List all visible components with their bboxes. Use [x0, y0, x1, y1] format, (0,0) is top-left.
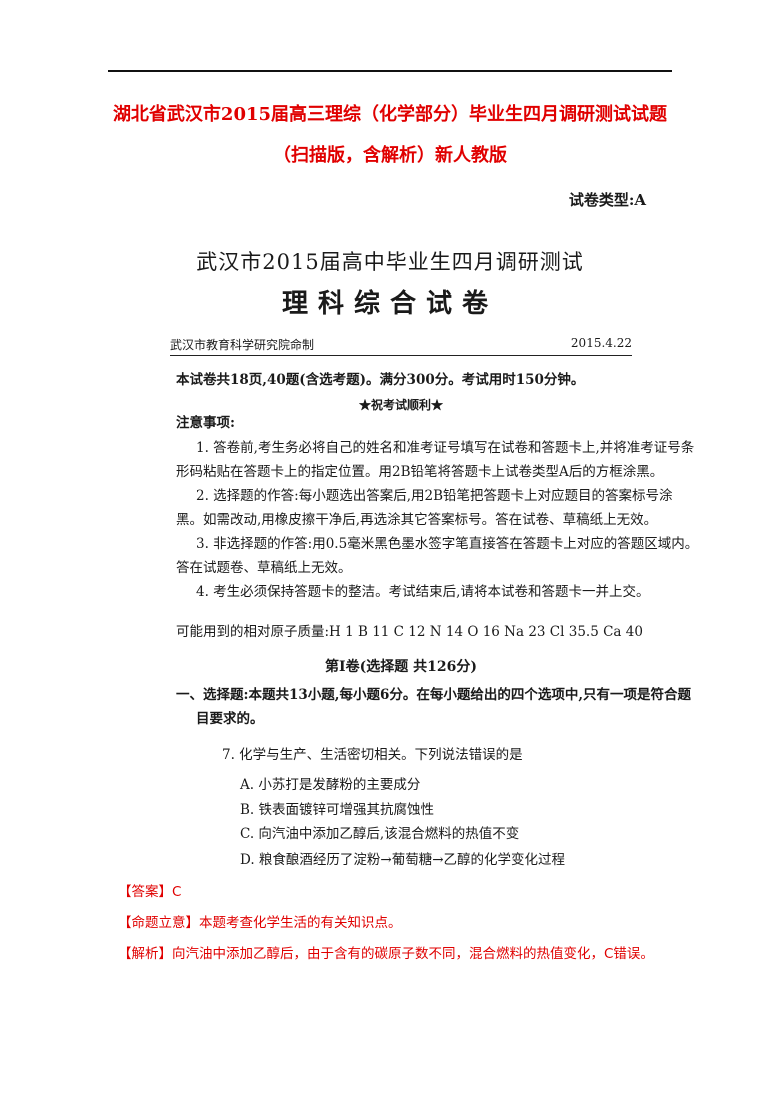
note-line: 答在试题卷、草稿纸上无效。 — [176, 560, 352, 576]
option-a: A. 小苏打是发酵粉的主要成分 — [240, 777, 421, 793]
issuer-row: 武汉市教育科学研究院命制 2015.4.22 — [170, 336, 632, 353]
section-intro: 目要求的。 — [196, 711, 264, 727]
document-title-line1: 湖北省武汉市2015届高三理综（化学部分）毕业生四月调研测试试题 — [112, 104, 668, 125]
note-line: 3. 非选择题的作答:用0.5毫米黑色墨水签字笔直接答在答题卡上对应的答题区域内… — [196, 536, 699, 552]
good-luck-wish: ★祝考试顺利★ — [358, 398, 443, 412]
option-c: C. 向汽油中添加乙醇后,该混合燃料的热值不变 — [240, 826, 520, 842]
paper-type-label: 试卷类型:A — [568, 191, 646, 209]
document-title-line2: （扫描版，含解析）新人教版 — [273, 145, 507, 166]
exam-subtitle: 理科综合试卷 — [281, 289, 498, 319]
answer-row: 【答案】C — [118, 880, 181, 900]
answer-value: C — [172, 884, 182, 900]
option-b: B. 铁表面镀锌可增强其抗腐蚀性 — [240, 802, 435, 818]
atomic-masses: 可能用到的相对原子质量:H 1 B 11 C 12 N 14 O 16 Na 2… — [176, 624, 643, 640]
exam-date: 2015.4.22 — [570, 336, 632, 350]
top-rule — [108, 70, 672, 72]
intent-label: 【命题立意】 — [118, 915, 199, 931]
section-intro: 一、选择题:本题共13小题,每小题6分。在每小题给出的四个选项中,只有一项是符合… — [176, 687, 692, 703]
intent-row: 【命题立意】本题考查化学生活的有关知识点。 — [118, 911, 402, 931]
question-7: 7. 化学与生产、生活密切相关。下列说法错误的是 — [222, 747, 523, 763]
analysis-value: 向汽油中添加乙醇后，由于含有的碳原子数不同，混合燃料的热值变化，C错误。 — [172, 946, 654, 962]
exam-summary: 本试卷共18页,40题(含选考题)。满分300分。考试用时150分钟。 — [176, 372, 585, 388]
note-line: 1. 答卷前,考生务必将自己的姓名和准考证号填写在试卷和答题卡上,并将准考证号条 — [196, 440, 695, 456]
intent-value: 本题考查化学生活的有关知识点。 — [199, 915, 402, 931]
note-line: 黑。如需改动,用橡皮擦干净后,再选涂其它答案标号。答在试卷、草稿纸上无效。 — [176, 512, 658, 528]
analysis-row: 【解析】向汽油中添加乙醇后，由于含有的碳原子数不同，混合燃料的热值变化，C错误。 — [118, 942, 654, 962]
note-line: 形码粘贴在答题卡上的指定位置。用2B铅笔将答题卡上试卷类型A后的方框涂黑。 — [176, 464, 664, 480]
analysis-label: 【解析】 — [118, 946, 172, 962]
note-line: 2. 选择题的作答:每小题选出答案后,用2B铅笔把答题卡上对应题目的答案标号涂 — [196, 488, 673, 504]
issuer: 武汉市教育科学研究院命制 — [170, 338, 315, 352]
issuer-rule — [170, 355, 632, 356]
answer-label: 【答案】 — [118, 884, 172, 900]
exam-title: 武汉市2015届高中毕业生四月调研测试 — [196, 250, 584, 274]
option-d: D. 粮食酿酒经历了淀粉→葡萄糖→乙醇的化学变化过程 — [240, 852, 566, 868]
note-line: 4. 考生必须保持答题卡的整洁。考试结束后,请将本试卷和答题卡一并上交。 — [196, 584, 650, 600]
notes-heading: 注意事项: — [176, 415, 235, 431]
section-title: 第Ⅰ卷(选择题 共126分) — [325, 659, 477, 675]
